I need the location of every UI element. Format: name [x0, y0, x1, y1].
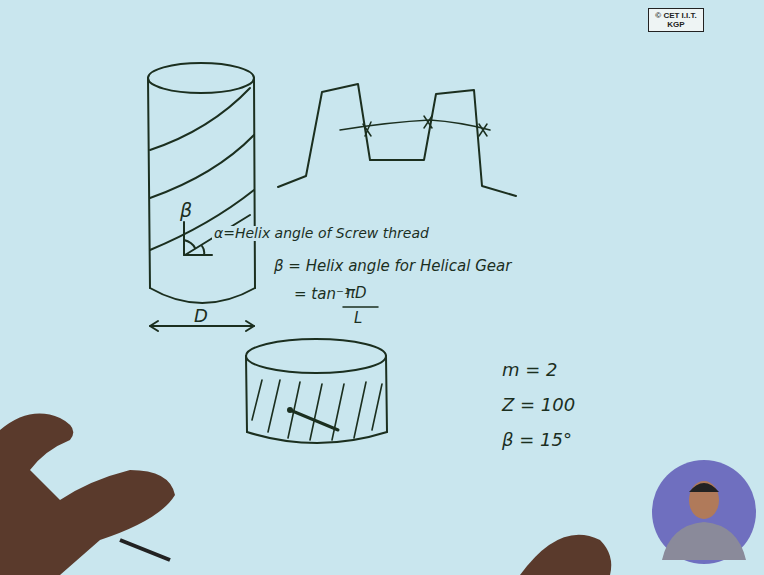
gear-parameter: Z = 100 — [500, 395, 577, 415]
gear-side — [386, 356, 387, 432]
angle-symbol: β — [178, 200, 194, 221]
angle-arc — [184, 240, 195, 248]
formula-text: = tan⁻¹ — [292, 286, 352, 303]
gear-parameter: m = 2 — [500, 360, 560, 380]
angle-vertical — [183, 222, 185, 255]
pitch-line — [340, 120, 490, 130]
fraction-bar — [343, 306, 378, 308]
definition-note: β = Helix angle for Helical Gear — [272, 258, 513, 275]
logo-text: © CET I.I.T. KGP — [652, 11, 700, 29]
angle-note: α=Helix angle of Screw thread — [212, 226, 431, 241]
pitch-mark — [424, 116, 432, 128]
gear-side — [246, 356, 247, 432]
cylinder-bottom — [150, 288, 255, 303]
pitch-mark — [479, 124, 487, 136]
gear-hatching — [252, 380, 382, 440]
pointer-dot — [287, 407, 293, 413]
gear-tooth-profile — [278, 84, 516, 196]
gear-parameter: β = 15° — [500, 430, 574, 450]
pointer-stroke — [290, 410, 338, 430]
angle-base — [184, 254, 212, 256]
angle-arc — [202, 246, 204, 255]
arrow-head — [246, 321, 254, 331]
dimension-label: D — [192, 306, 210, 326]
cylinder-top — [148, 63, 254, 93]
presenter-inset — [652, 460, 756, 564]
formula-numerator: πD — [344, 285, 369, 302]
cylinder-side — [254, 78, 255, 288]
formula-denominator: L — [352, 310, 364, 327]
logo-box: © CET I.I.T. KGP — [648, 8, 704, 32]
presenter-hands — [0, 414, 611, 575]
helix-line — [150, 88, 250, 150]
arrow-head — [150, 321, 158, 331]
helix-line — [150, 135, 254, 198]
gear-bottom — [247, 432, 387, 443]
gear-top — [246, 339, 386, 373]
pitch-mark — [363, 122, 371, 136]
cylinder-side — [148, 78, 150, 288]
